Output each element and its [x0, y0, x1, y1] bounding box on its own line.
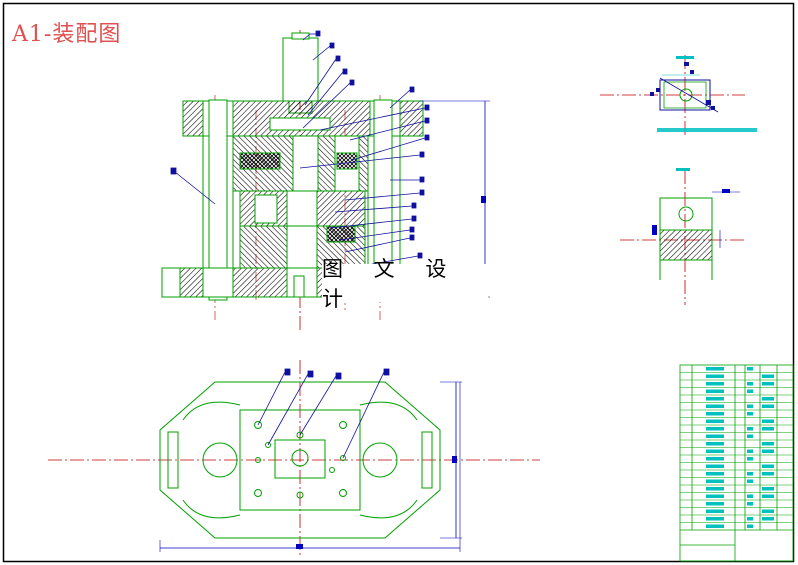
bom-cell-text — [706, 479, 724, 483]
bom-cell-text — [747, 434, 753, 438]
bom-cell-text — [762, 382, 774, 386]
bom-cell-text — [706, 494, 724, 498]
bom-cell-text — [747, 457, 753, 461]
bom-cell-text — [762, 442, 774, 446]
bom-cell-text — [706, 397, 724, 401]
bom-cell-text — [747, 479, 753, 483]
bom-cell-text — [706, 367, 724, 371]
bom-cell-text — [706, 374, 724, 378]
bom-cell-text — [762, 464, 774, 468]
bom-cell-text — [706, 404, 724, 408]
bom-cell-text — [706, 517, 724, 521]
bom-cell-text — [706, 412, 724, 416]
bom-rows — [680, 367, 793, 528]
front-view-leaders — [170, 30, 430, 269]
bom-cell-text — [706, 472, 724, 476]
bom-cell-text — [747, 472, 753, 476]
bom-cell-text — [762, 427, 774, 431]
bom-cell-text — [762, 374, 774, 378]
bom-cell-text — [706, 434, 724, 438]
bom-cell-text — [762, 397, 774, 401]
top-plan-view — [48, 360, 540, 555]
bom-cell-text — [706, 442, 724, 446]
bom-cell-text — [706, 464, 724, 468]
bom-cell-text — [747, 524, 753, 528]
part-detail-section — [620, 168, 745, 305]
bom-cell-text — [747, 427, 753, 431]
bom-cell-text — [706, 419, 724, 423]
bom-cell-text — [762, 449, 774, 453]
part-detail-top — [600, 55, 757, 135]
front-section-view — [161, 30, 490, 330]
bom-cell-text — [762, 419, 774, 423]
bom-cell-text — [706, 389, 724, 393]
bom-cell-text — [747, 517, 753, 521]
bom-cell-text — [762, 494, 774, 498]
bom-cell-text — [747, 412, 753, 416]
bill-of-materials — [679, 364, 794, 562]
bom-cell-text — [762, 509, 774, 513]
drawing-title: A1-装配图 — [12, 22, 122, 47]
bom-cell-text — [747, 367, 753, 371]
bom-cell-text — [747, 449, 753, 453]
bom-cell-text — [762, 517, 774, 521]
bom-cell-text — [706, 524, 724, 528]
bom-cell-text — [762, 472, 774, 476]
watermark: 图 文 设 计 — [322, 257, 488, 311]
bom-cell-text — [706, 502, 724, 506]
bom-cell-text — [762, 404, 774, 408]
bom-cell-text — [747, 494, 753, 498]
bom-cell-text — [747, 502, 753, 506]
bom-cell-text — [706, 487, 724, 491]
bom-cell-text — [747, 389, 753, 393]
bom-cell-text — [706, 382, 724, 386]
bom-cell-text — [747, 404, 753, 408]
bom-cell-text — [706, 457, 724, 461]
bom-cell-text — [706, 427, 724, 431]
bom-cell-text — [762, 487, 774, 491]
bom-cell-text — [706, 509, 724, 513]
bom-cell-text — [747, 382, 753, 386]
bom-cell-text — [706, 449, 724, 453]
